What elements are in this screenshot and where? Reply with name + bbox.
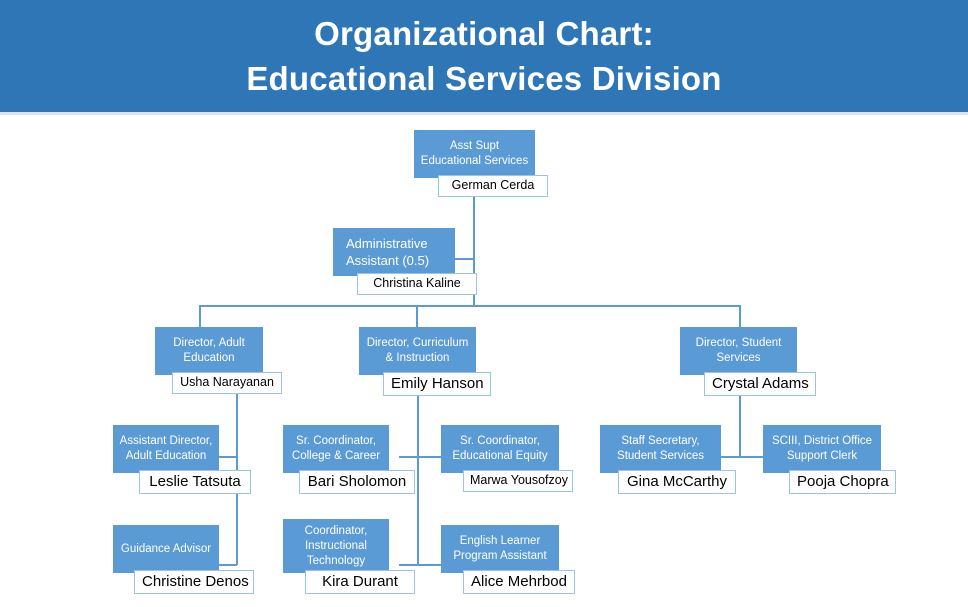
connector-curriculum-spine: [417, 380, 419, 565]
node-asst-supt[interactable]: Asst Supt Educational Services German Ce…: [414, 130, 548, 212]
role-line: Coordinator,: [304, 524, 368, 537]
name-box-coordinator-instructional-technology: Kira Durant: [305, 570, 415, 594]
node-staff-secretary-student-services[interactable]: Staff Secretary, Student Services Gina M…: [600, 425, 790, 507]
role-line: Technology: [306, 554, 366, 567]
role-line: Guidance Advisor: [120, 542, 212, 555]
role-line: English Learner: [459, 535, 541, 547]
role-line: Services: [716, 352, 761, 364]
role-box-sr-coordinator-educational-equity: Sr. Coordinator, Educational Equity: [441, 425, 559, 473]
role-box-admin-assistant: Administrative Assistant (0.5): [333, 228, 455, 276]
name-box-guidance-advisor: Christine Denos: [134, 570, 254, 594]
node-director-adult-education[interactable]: Director, Adult Education Usha Narayanan: [155, 327, 325, 409]
connector-stub-guidance-advisor: [218, 564, 237, 566]
role-line: Staff Secretary,: [621, 435, 700, 447]
role-box-director-curriculum-instruction: Director, Curriculum & Instruction: [359, 327, 476, 375]
name-box-staff-secretary-student-services: Gina McCarthy: [618, 470, 736, 494]
connector-drop-director-adult-education: [199, 305, 201, 327]
role-line: Student Services: [617, 450, 704, 462]
name-box-assistant-director-adult-education: Leslie Tatsuta: [139, 470, 251, 494]
name-box-asst-supt: German Cerda: [438, 175, 548, 197]
role-line: Administrative: [346, 236, 428, 251]
name-box-sr-coordinator-educational-equity: Marwa Yousofzoy: [463, 470, 573, 492]
connector-stub-english-learner-program-assistant: [417, 564, 441, 566]
node-sciii-district-office-support-clerk[interactable]: SCIII, District Office Support Clerk Poo…: [763, 425, 963, 507]
role-line: Educational Services: [420, 155, 529, 167]
name-box-sr-coordinator-college-career: Bari Sholomon: [299, 470, 415, 494]
role-line: Education: [183, 352, 235, 364]
node-assistant-director-adult-education[interactable]: Assistant Director, Adult Education Lesl…: [113, 425, 303, 507]
node-english-learner-program-assistant[interactable]: English Learner Program Assistant Alice …: [441, 525, 631, 607]
name-box-director-student-services: Crystal Adams: [704, 372, 816, 396]
connector-stub-assistant-director: [218, 456, 237, 458]
node-sr-coordinator-college-career[interactable]: Sr. Coordinator, College & Career Bari S…: [283, 425, 473, 507]
name-box-director-curriculum-instruction: Emily Hanson: [383, 372, 491, 396]
header-banner: Organizational Chart: Educational Servic…: [0, 0, 968, 112]
role-box-director-adult-education: Director, Adult Education: [155, 327, 263, 375]
node-sr-coordinator-educational-equity[interactable]: Sr. Coordinator, Educational Equity Marw…: [441, 425, 631, 507]
role-box-coordinator-instructional-technology: Coordinator, Instructional Technology: [283, 519, 389, 573]
node-director-curriculum-instruction[interactable]: Director, Curriculum & Instruction Emily…: [359, 327, 529, 409]
role-line: Assistant (0.5): [346, 253, 430, 268]
role-line: SCIII, District Office: [771, 435, 873, 447]
connector-directors-bus: [199, 305, 740, 307]
connector-stub-sciii-support-clerk: [739, 456, 763, 458]
org-chart: Asst Supt Educational Services German Ce…: [0, 115, 968, 603]
name-box-admin-assistant: Christina Kaline: [357, 273, 477, 295]
role-line: & Instruction: [385, 352, 450, 364]
connector-stub-staff-secretary: [721, 456, 740, 458]
connector-drop-director-student-services: [739, 305, 741, 327]
role-box-director-student-services: Director, Student Services: [680, 327, 797, 375]
role-line: Sr. Coordinator,: [296, 435, 376, 447]
role-line: Director, Student: [695, 337, 782, 349]
node-admin-assistant[interactable]: Administrative Assistant (0.5) Christina…: [333, 228, 481, 310]
role-line: Support Clerk: [786, 450, 858, 462]
name-box-sciii-district-office-support-clerk: Pooja Chopra: [789, 470, 896, 494]
node-director-student-services[interactable]: Director, Student Services Crystal Adams: [680, 327, 850, 409]
connector-stub-coordinator-instructional-technology: [399, 564, 418, 566]
role-box-sciii-district-office-support-clerk: SCIII, District Office Support Clerk: [763, 425, 881, 473]
role-line: Asst Supt: [449, 140, 500, 152]
role-line: Adult Education: [125, 450, 207, 462]
node-coordinator-instructional-technology[interactable]: Coordinator, Instructional Technology Ki…: [283, 519, 473, 607]
role-line: Program Assistant: [453, 550, 547, 562]
role-box-assistant-director-adult-education: Assistant Director, Adult Education: [113, 425, 219, 473]
role-box-asst-supt: Asst Supt Educational Services: [414, 130, 535, 178]
role-line: College & Career: [291, 450, 381, 462]
connector-stub-sr-coordinator-equity: [417, 456, 441, 458]
connector-admin-assistant-stub: [455, 258, 474, 260]
role-line: Assistant Director,: [119, 435, 213, 447]
connector-stub-sr-coordinator-college-career: [399, 456, 418, 458]
role-box-guidance-advisor: Guidance Advisor: [113, 525, 219, 573]
header-divider: [0, 112, 968, 115]
connector-asst-supt-trunk: [473, 178, 475, 306]
name-box-director-adult-education: Usha Narayanan: [172, 372, 282, 394]
role-line: Sr. Coordinator,: [460, 435, 540, 447]
page-title-line-1: Organizational Chart:: [314, 15, 654, 52]
connector-student-services-spine: [739, 380, 741, 457]
role-box-sr-coordinator-college-career: Sr. Coordinator, College & Career: [283, 425, 389, 473]
page-title-line-2: Educational Services Division: [246, 60, 722, 97]
connector-drop-director-curriculum: [416, 305, 418, 327]
role-box-staff-secretary-student-services: Staff Secretary, Student Services: [600, 425, 721, 473]
role-box-english-learner-program-assistant: English Learner Program Assistant: [441, 525, 559, 573]
name-box-english-learner-program-assistant: Alice Mehrbod: [463, 570, 575, 594]
role-line: Director, Adult: [173, 337, 245, 349]
role-line: Instructional: [304, 539, 367, 552]
role-line: Director, Curriculum: [366, 337, 469, 349]
role-line: Educational Equity: [452, 450, 548, 462]
node-guidance-advisor[interactable]: Guidance Advisor Christine Denos: [113, 525, 303, 607]
